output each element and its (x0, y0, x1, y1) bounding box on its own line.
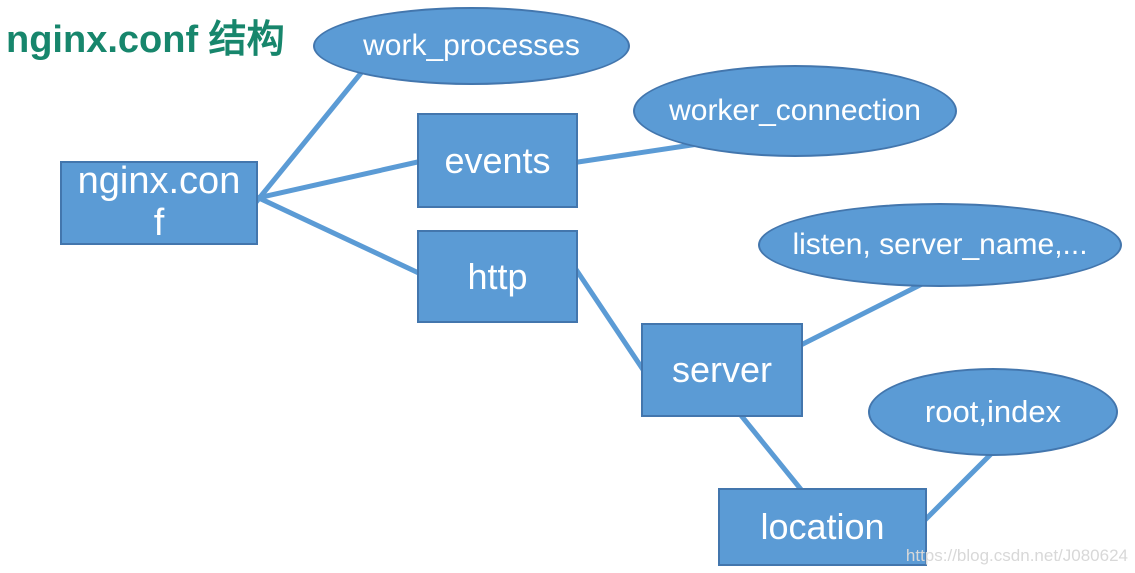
diagram-node-listen-server-name: listen, server_name,... (758, 203, 1122, 287)
diagram-node-server: server (641, 323, 803, 417)
diagram-node-nginx-conf: nginx.conf (60, 160, 258, 245)
edge-nginx.conf-to-http (242, 188, 442, 286)
edge-nginx.conf-to-work_processes (246, 55, 376, 214)
diagram-node-http: http (417, 230, 578, 323)
diagram-node-worker-connection: worker_connection (633, 65, 957, 157)
diagram-node-root-index: root,index (868, 368, 1118, 456)
diagram-node-work-processes: work_processes (313, 7, 630, 85)
diagram-node-events: events (417, 113, 578, 208)
edge-server-to-listen, server_name,... (783, 278, 930, 356)
page-title: nginx.conf 结构 (6, 19, 285, 61)
watermark: https://blog.csdn.net/J080624 (905, 546, 1128, 565)
diagram-node-location: location (718, 488, 927, 566)
edge-events-to-worker_connection (557, 140, 706, 168)
edge-nginx.conf-to-events (243, 154, 441, 204)
